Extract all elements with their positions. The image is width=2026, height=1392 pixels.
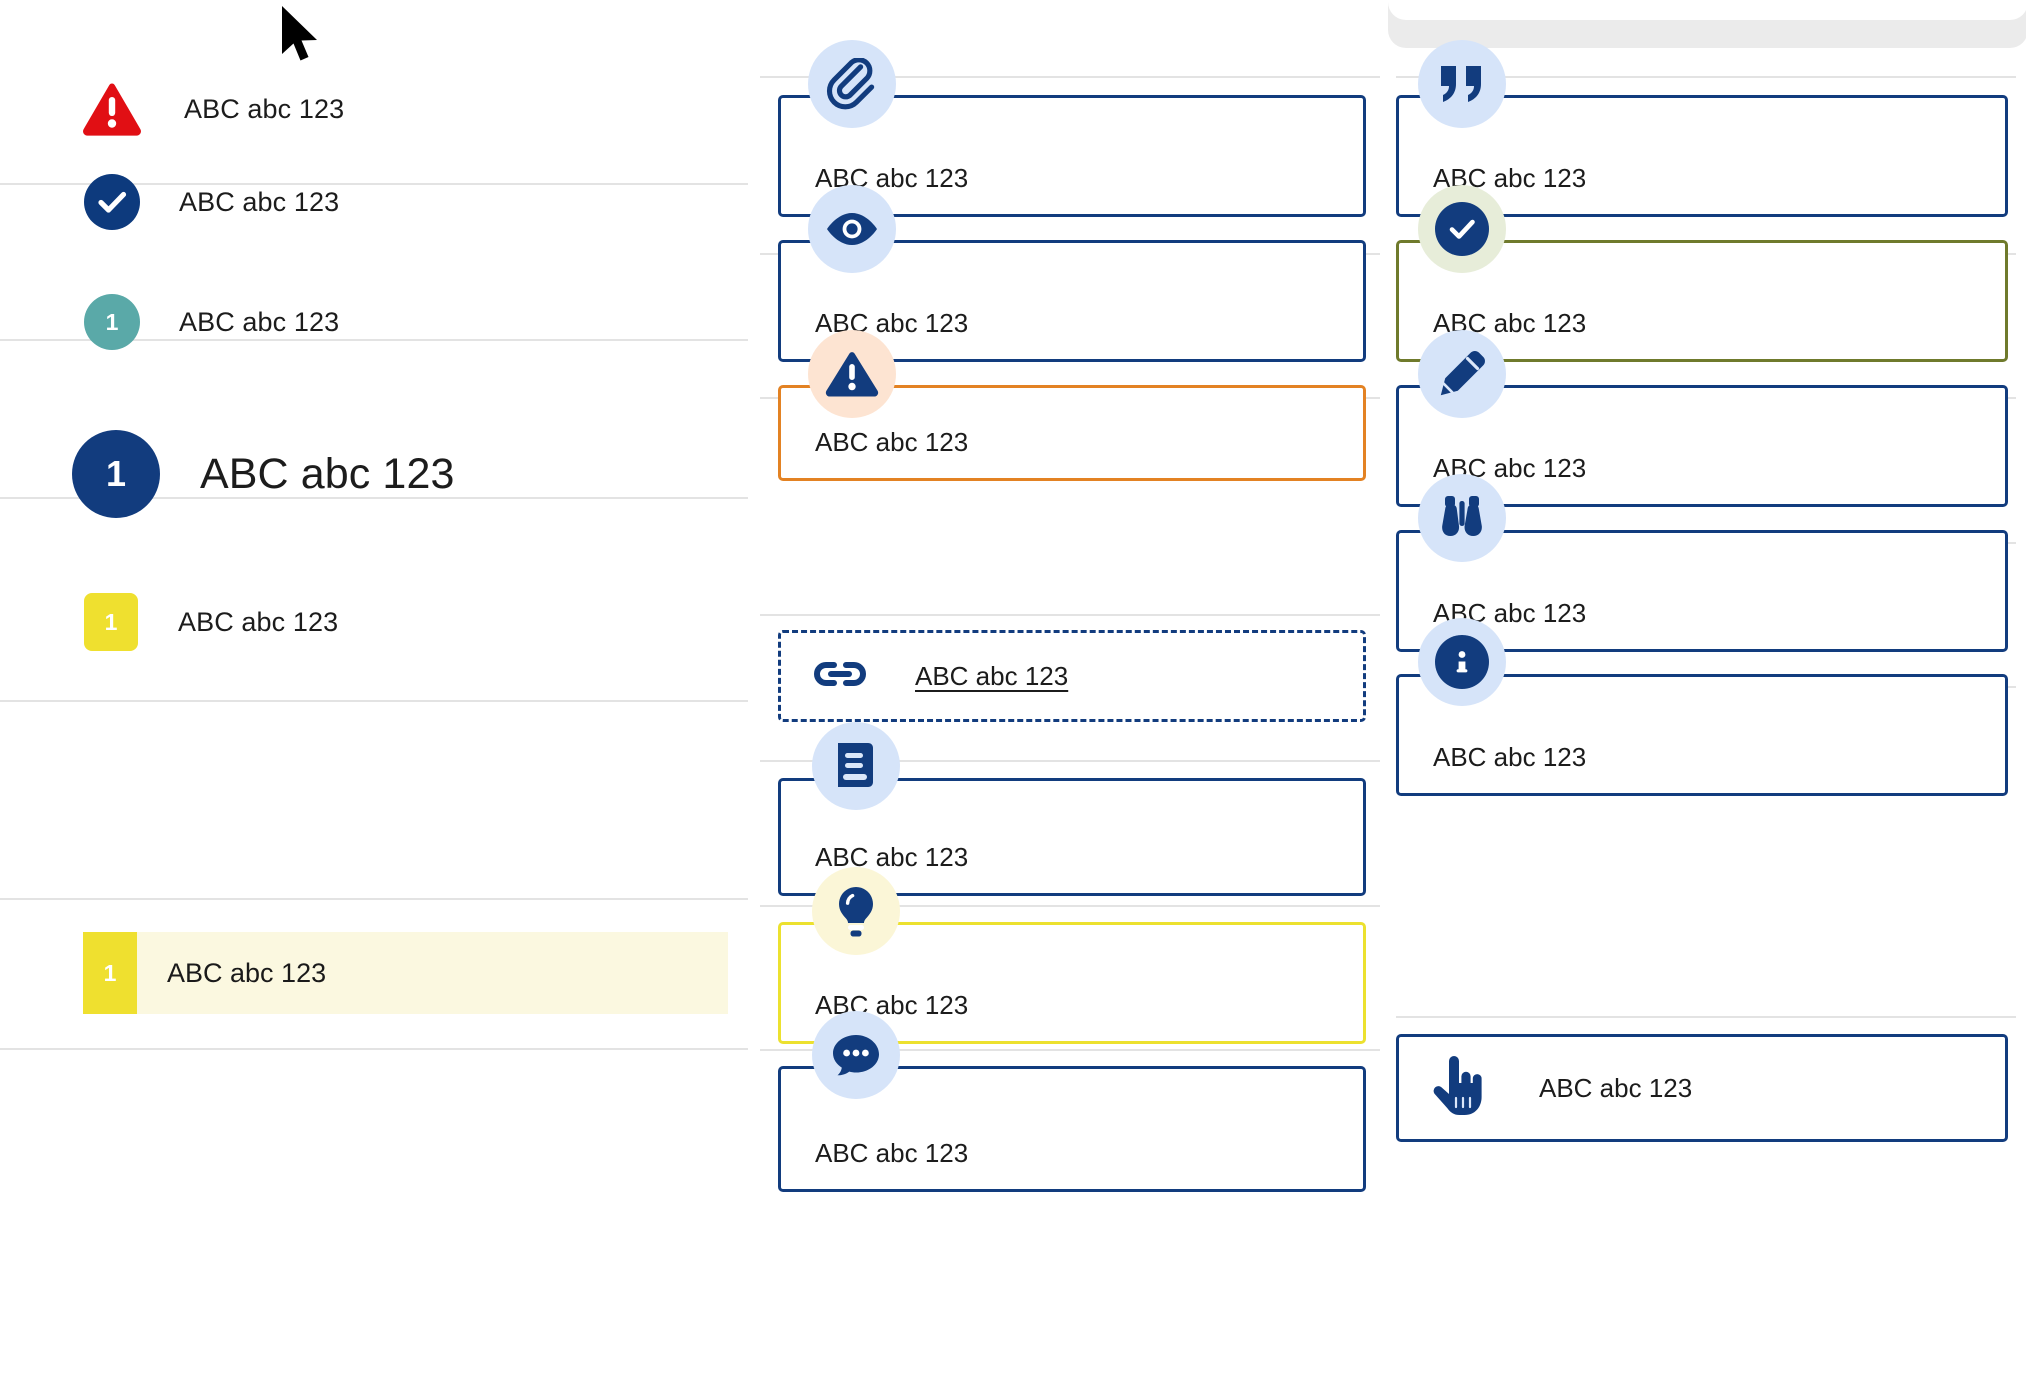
card-link[interactable]: ABC abc 123 — [778, 630, 1366, 722]
card-divider — [1396, 76, 2016, 78]
list-item-counter-teal[interactable]: 1 ABC abc 123 — [84, 294, 339, 350]
hand-row[interactable]: ABC abc 123 — [1399, 1037, 2005, 1139]
paperclip-icon — [808, 40, 896, 128]
check-circle-navy-icon — [84, 174, 140, 230]
list-divider — [0, 183, 748, 185]
card-divider — [1396, 1016, 2016, 1018]
link-icon — [811, 653, 869, 700]
card-divider — [760, 76, 1380, 78]
card-edit[interactable]: ABC abc 123 — [1396, 385, 2008, 507]
info-circle-icon — [1418, 618, 1506, 706]
card-explore[interactable]: ABC abc 123 — [1396, 530, 2008, 652]
list-item-success[interactable]: ABC abc 123 — [84, 174, 339, 230]
list-item-highlighted[interactable]: 1 ABC abc 123 — [83, 932, 728, 1014]
warning-triangle-icon — [808, 330, 896, 418]
list-divider — [0, 339, 748, 341]
list-item-counter-yellow[interactable]: 1 ABC abc 123 — [84, 593, 338, 651]
number-badge-navy-large: 1 — [72, 430, 160, 518]
card-action[interactable]: ABC abc 123 — [1396, 1034, 2008, 1142]
quote-icon — [1418, 40, 1506, 128]
middle-card-column: ABC abc 123 ABC abc 123 ABC abc 123 ABC — [760, 0, 1380, 1392]
pencil-icon — [1418, 330, 1506, 418]
card-label: ABC abc 123 — [815, 1138, 969, 1168]
card-label: ABC abc 123 — [1433, 742, 1587, 772]
card-divider — [760, 614, 1380, 616]
list-item-counter-primary[interactable]: 1 ABC abc 123 — [72, 430, 454, 518]
eye-icon — [808, 185, 896, 273]
left-list-column: ABC abc 123 ABC abc 123 1 ABC abc 123 1 … — [0, 0, 748, 1392]
list-divider — [0, 497, 748, 499]
pointing-hand-icon — [1431, 1055, 1485, 1122]
card-label: ABC abc 123 — [815, 427, 969, 457]
card-info[interactable]: ABC abc 123 — [1396, 674, 2008, 796]
number-badge-yellow: 1 — [84, 593, 138, 651]
card-label: ABC abc 123 — [815, 842, 969, 872]
card-divider — [760, 905, 1380, 907]
info-ring — [1435, 635, 1489, 689]
link-row[interactable]: ABC abc 123 — [781, 633, 1363, 719]
list-divider — [0, 898, 748, 900]
panel-top-edge-mask — [1388, 0, 2026, 20]
list-item-label: ABC abc 123 — [184, 93, 345, 124]
right-card-column: ABC abc 123 ABC abc 123 ABC abc 123 ABC … — [1396, 0, 2026, 1392]
list-item-label: ABC abc 123 — [200, 449, 455, 498]
book-icon — [812, 722, 900, 810]
chat-bubble-icon — [812, 1011, 900, 1099]
card-approved[interactable]: ABC abc 123 — [1396, 240, 2008, 362]
list-item-label: ABC abc 123 — [179, 306, 340, 337]
list-divider — [0, 700, 748, 702]
card-divider — [760, 1049, 1380, 1051]
warning-triangle-red-icon — [82, 82, 142, 136]
list-item-warning[interactable]: ABC abc 123 — [82, 82, 344, 136]
list-item-label: ABC abc 123 — [178, 606, 339, 637]
binoculars-icon — [1418, 474, 1506, 562]
card-label: ABC abc 123 — [1539, 1072, 1693, 1103]
card-link-label[interactable]: ABC abc 123 — [915, 660, 1069, 691]
number-badge-teal: 1 — [84, 294, 140, 350]
check-ring — [1435, 202, 1489, 256]
lightbulb-icon — [812, 867, 900, 955]
number-badge-yellow-flat: 1 — [83, 932, 137, 1014]
list-item-label: ABC abc 123 — [179, 186, 340, 217]
list-item-label: ABC abc 123 — [167, 957, 327, 988]
list-divider — [0, 1048, 748, 1050]
mouse-cursor — [278, 4, 324, 66]
check-circle-icon — [1418, 185, 1506, 273]
card-divider — [760, 760, 1380, 762]
